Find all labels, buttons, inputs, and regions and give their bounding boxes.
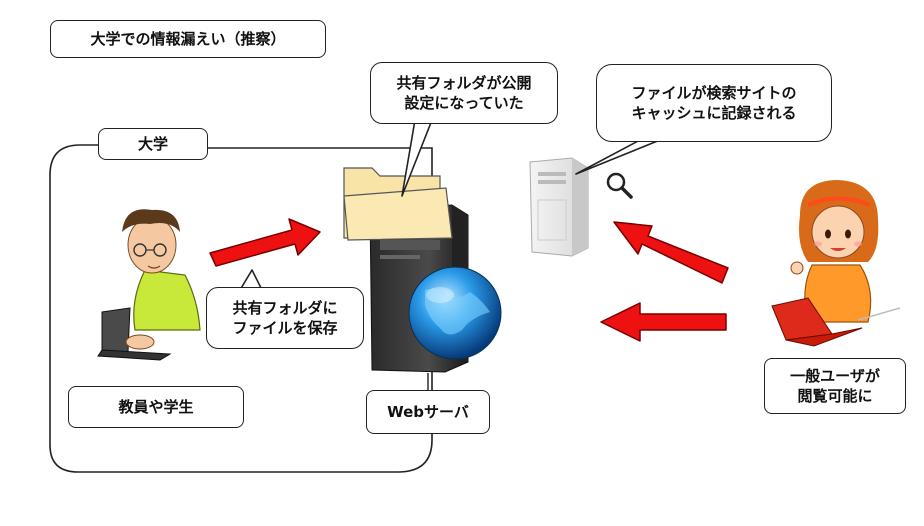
callout-public-view: 一般ユーザが 閲覧可能に: [764, 358, 906, 414]
laptop-icon: [97, 307, 172, 361]
arrow-upload: [209, 218, 321, 267]
public-user-icon: [790, 180, 879, 323]
callout-folder-public: 共有フォルダが公開 設定になっていた: [370, 62, 558, 124]
folder-icon: [343, 167, 453, 241]
callout-save-file: 共有フォルダに ファイルを保存: [206, 287, 364, 349]
arrow-search: [613, 221, 729, 284]
callout-tail-cache: [575, 139, 661, 175]
globe-icon: [408, 266, 502, 360]
red-laptop-icon: [771, 297, 901, 347]
university-label: 大学: [98, 128, 208, 160]
callout-search-cache: ファイルが検索サイトの キャッシュに記録される: [596, 64, 832, 142]
search-server-icon: [529, 157, 589, 257]
server-label: Webサーバ: [366, 390, 490, 434]
arrow-access: [600, 302, 727, 342]
university-boundary: [49, 144, 433, 473]
teacher-person-icon: [122, 209, 201, 331]
magnifier-icon: [606, 172, 633, 199]
diagram-title: 大学での情報漏えい（推察）: [50, 20, 326, 58]
user-label: 教員や学生: [68, 386, 244, 428]
